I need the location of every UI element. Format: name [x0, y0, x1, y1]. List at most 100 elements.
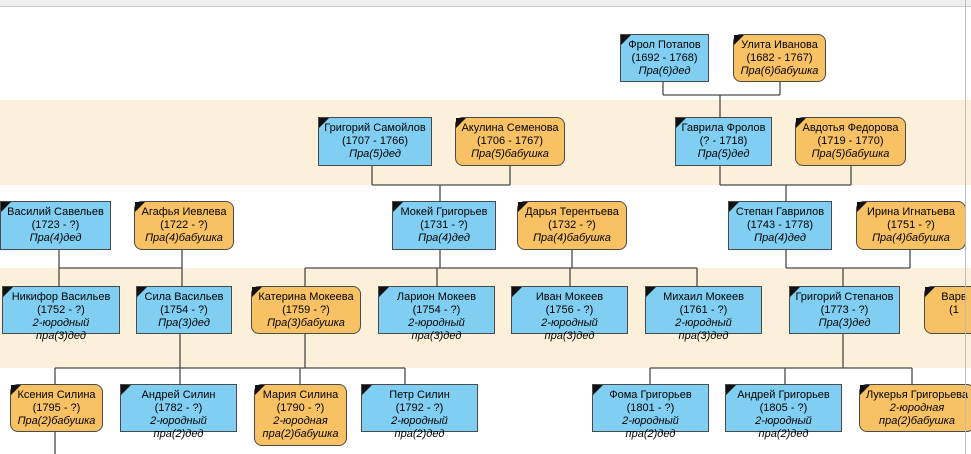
corner-marker-icon: [518, 202, 528, 212]
person-card-nikifor-vasilyev[interactable]: Никифор Васильев(1752 - ?)2-юродный пра(…: [2, 286, 120, 342]
person-dates: (1: [949, 304, 959, 316]
corner-marker-icon: [456, 118, 466, 128]
person-dates: (1719 - 1770): [817, 135, 884, 147]
person-relation: 2-юродный пра(2)дед: [150, 415, 207, 440]
person-name: Ксения Силина: [17, 389, 96, 401]
person-dates: (1732 - ?): [548, 219, 596, 231]
person-card-varv-partial[interactable]: Варв(1: [924, 286, 971, 334]
person-card-agafya-ievleva[interactable]: Агафья Иевлева(1722 - ?)Пра(4)бабушка: [134, 201, 234, 250]
person-dates: (1751 - ?): [887, 219, 935, 231]
person-relation: 2-юродный пра(3)дед: [541, 317, 598, 342]
person-card-gavrila-frolov[interactable]: Гаврила Фролов(? - 1718)Пра(5)дед: [675, 117, 772, 166]
person-relation: Пра(5)бабушка: [471, 148, 549, 160]
person-name: Андрей Григорьев: [737, 389, 830, 401]
person-name: Лукерья Григорьева: [865, 389, 969, 401]
person-card-mariya-silina[interactable]: Мария Силина(1790 - ?)2-юродная пра(2)ба…: [254, 384, 347, 446]
window-top-bar: [0, 0, 971, 7]
person-card-vasiliy-savelyev[interactable]: Василий Савельев(1723 - ?)Пра(4)дед: [0, 201, 111, 250]
person-name: Мария Силина: [262, 389, 339, 401]
person-dates: (1743 - 1778): [746, 219, 814, 231]
person-name: Акулина Семенова: [461, 122, 559, 134]
person-dates: 2-юродная: [889, 402, 945, 414]
person-card-mokey-grigoryev[interactable]: Мокей Григорьев(1731 - ?)Пра(4)дед: [392, 201, 496, 250]
corner-marker-icon: [252, 287, 262, 297]
corner-marker-icon: [319, 118, 329, 128]
person-name: Фома Григорьев: [609, 389, 692, 401]
corner-marker-icon: [3, 287, 13, 297]
person-relation: Пра(4)дед: [754, 232, 806, 244]
person-relation: Пра(4)дед: [418, 232, 470, 244]
person-dates: (1792 - ?): [395, 402, 444, 414]
person-name: Гаврила Фролов: [681, 122, 766, 134]
person-card-petr-silin[interactable]: Петр Силин(1792 - ?)2-юродный пра(2)дед: [361, 384, 478, 440]
person-card-stepan-gavrilov[interactable]: Степан Гаврилов(1743 - 1778)Пра(4)дед: [728, 201, 832, 250]
person-dates: (1707 - 1766): [341, 135, 409, 147]
person-relation: 2-юродный пра(3)дед: [408, 317, 465, 342]
person-card-mikhail-mokeev[interactable]: Михаил Мокеев(1761 - ?)2-юродный пра(3)д…: [645, 286, 762, 342]
person-card-darya-terentyeva[interactable]: Дарья Терентьева(1732 - ?)Пра(4)бабушка: [517, 201, 627, 250]
corner-marker-icon: [512, 287, 522, 297]
corner-marker-icon: [379, 287, 389, 297]
person-card-akulina-semenova[interactable]: Акулина Семенова(1706 - 1767)Пра(5)бабуш…: [455, 117, 565, 166]
person-card-avdotya-fedorova[interactable]: Авдотья Федорова(1719 - 1770)Пра(5)бабуш…: [795, 117, 906, 166]
person-dates: (1752 - ?): [37, 304, 85, 316]
person-dates: (1722 - ?): [160, 219, 208, 231]
person-relation: Пра(4)бабушка: [533, 232, 611, 244]
person-name: Мокей Григорьев: [400, 206, 488, 218]
person-card-ulita-ivanova[interactable]: Улита Иванова(1682 - 1767)Пра(6)бабушка: [733, 34, 826, 82]
person-relation: Пра(4)бабушка: [872, 232, 950, 244]
person-card-katerina-mokeeva[interactable]: Катерина Мокеева(1759 - ?)Пра(3)бабушка: [251, 286, 361, 334]
person-dates: (1801 - ?): [626, 402, 675, 414]
person-dates: (1773 - ?): [820, 304, 869, 316]
person-relation: Пра(3)бабушка: [267, 317, 345, 329]
person-relation: Пра(5)дед: [697, 148, 750, 160]
corner-marker-icon: [621, 35, 631, 45]
person-name: Никифор Васильев: [11, 291, 111, 303]
person-dates: (1761 - ?): [679, 304, 728, 316]
person-dates: (1756 - ?): [545, 304, 594, 316]
person-name: Григорий Самойлов: [324, 122, 426, 134]
person-relation: Пра(3)дед: [818, 317, 871, 329]
person-name: Фрол Потапов: [628, 39, 701, 51]
person-card-andrey-silin[interactable]: Андрей Силин(1782 - ?)2-юродный пра(2)де…: [120, 384, 237, 440]
person-name: Сила Васильев: [144, 291, 224, 303]
corner-marker-icon: [362, 385, 372, 395]
person-relation: 2-юродный пра(3)дед: [675, 317, 732, 342]
person-card-irina-ignatyeva[interactable]: Ирина Игнатьева(1751 - ?)Пра(4)бабушка: [856, 201, 966, 250]
person-card-andrey-grigoryev[interactable]: Андрей Григорьев(1805 - ?)2-юродный пра(…: [725, 384, 842, 440]
person-card-kseniya-silina[interactable]: Ксения Силина(1795 - ?)Пра(2)бабушка: [10, 384, 103, 432]
corner-marker-icon: [646, 287, 656, 297]
corner-marker-icon: [593, 385, 603, 395]
person-dates: (? - 1718): [699, 135, 748, 147]
person-relation: 2-юродный пра(2)дед: [391, 415, 448, 440]
person-name: Григорий Степанов: [795, 291, 894, 303]
person-name: Степан Гаврилов: [735, 206, 825, 218]
corner-marker-icon: [925, 287, 935, 297]
person-card-ivan-mokeev[interactable]: Иван Мокеев(1756 - ?)2-юродный пра(3)дед: [511, 286, 628, 342]
person-dates: (1692 - 1768): [631, 52, 698, 64]
person-card-foma-grigoryev[interactable]: Фома Григорьев(1801 - ?)2-юродный пра(2)…: [592, 384, 709, 440]
person-card-larion-mokeev[interactable]: Ларион Мокеев(1754 - ?)2-юродный пра(3)д…: [378, 286, 495, 342]
person-dates: (1682 - 1767): [746, 52, 813, 64]
person-card-grigoriy-samoylov[interactable]: Григорий Самойлов(1707 - 1766)Пра(5)дед: [318, 117, 432, 166]
person-dates: (1782 - ?): [154, 402, 203, 414]
person-name: Михаил Мокеев: [663, 291, 744, 303]
person-relation: пра(2)бабушка: [879, 415, 955, 427]
person-relation: 2-юродный пра(2)дед: [755, 415, 812, 440]
corner-marker-icon: [729, 202, 739, 212]
corner-marker-icon: [860, 385, 870, 395]
person-name: Катерина Мокеева: [258, 291, 354, 303]
person-name: Варв: [941, 291, 967, 303]
scroll-edge-divider: [965, 0, 966, 454]
person-name: Дарья Терентьева: [525, 206, 619, 218]
person-card-sila-vasilyev[interactable]: Сила Васильев(1754 - ?)Пра(3)дед: [136, 286, 232, 334]
person-relation: Пра(5)бабушка: [811, 148, 890, 160]
corner-marker-icon: [790, 287, 800, 297]
person-name: Ларион Мокеев: [396, 291, 477, 303]
corner-marker-icon: [135, 202, 145, 212]
person-card-frol-potapov[interactable]: Фрол Потапов(1692 - 1768)Пра(6)дед: [620, 34, 709, 82]
person-card-grigoriy-stepanov[interactable]: Григорий Степанов(1773 - ?)Пра(3)дед: [789, 286, 900, 334]
person-relation: Пра(4)бабушка: [145, 232, 223, 244]
